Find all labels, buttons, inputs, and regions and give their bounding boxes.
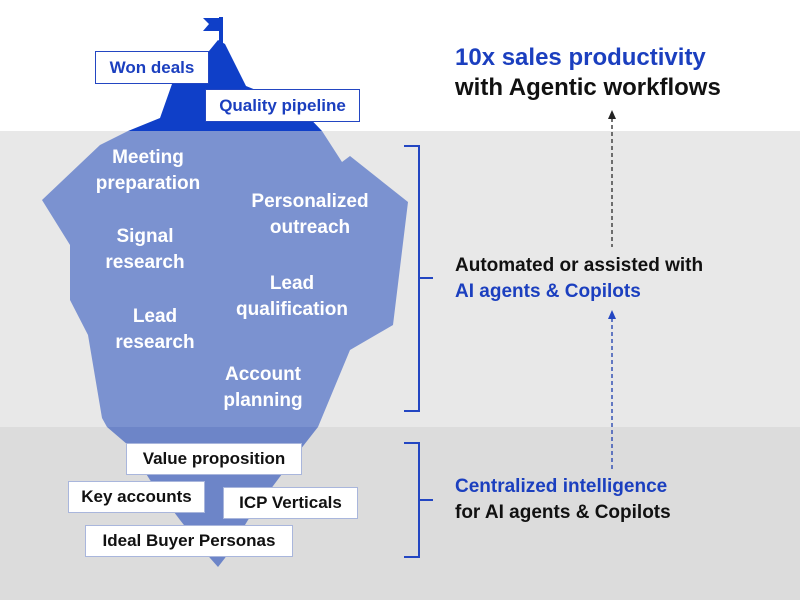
- value-proposition-label: Value proposition: [126, 443, 302, 475]
- won-deals-label: Won deals: [95, 51, 209, 84]
- bracket-lower: [404, 442, 433, 558]
- text-line: Signal: [116, 226, 174, 247]
- headline-line1: 10x sales productivity: [455, 44, 706, 71]
- bottom-line2: for AI agents & Copilots: [455, 502, 671, 523]
- headline: 10x sales productivity with Agentic work…: [455, 43, 721, 103]
- personalized-outreach-text: Personalized outreach: [240, 189, 380, 241]
- meeting-preparation-text: Meeting preparation: [88, 145, 208, 197]
- text-line: Lead: [132, 306, 178, 327]
- account-planning-text: Account planning: [208, 362, 318, 414]
- key-accounts-label: Key accounts: [68, 481, 205, 513]
- quality-pipeline-label: Quality pipeline: [205, 89, 360, 122]
- arrow-up-dark: [608, 110, 616, 247]
- text-line: outreach: [269, 217, 351, 238]
- arrow-up-blue: [608, 310, 616, 469]
- middle-line2: AI agents & Copilots: [455, 281, 641, 302]
- iceberg-body-upper: [42, 131, 408, 427]
- bottom-caption: Centralized intelligence for AI agents &…: [455, 474, 671, 526]
- headline-line2: with Agentic workflows: [455, 74, 721, 101]
- text-line: Personalized: [251, 191, 369, 212]
- bracket-upper: [404, 145, 433, 412]
- text-line: qualification: [236, 299, 348, 320]
- text-line: research: [115, 332, 195, 353]
- lead-research-text: Lead research: [100, 304, 210, 356]
- signal-research-text: Signal research: [90, 224, 200, 276]
- icp-verticals-label: ICP Verticals: [223, 487, 358, 519]
- flag-icon: [203, 17, 223, 43]
- ideal-buyer-personas-label: Ideal Buyer Personas: [85, 525, 293, 557]
- text-line: Lead: [269, 273, 315, 294]
- text-line: planning: [223, 390, 303, 411]
- bottom-line1: Centralized intelligence: [455, 476, 668, 497]
- middle-line1: Automated or assisted with: [455, 255, 704, 276]
- text-line: research: [105, 252, 185, 273]
- text-line: Meeting: [112, 147, 184, 168]
- text-line: preparation: [95, 173, 201, 194]
- middle-caption: Automated or assisted with AI agents & C…: [455, 253, 703, 305]
- text-line: Account: [225, 364, 301, 385]
- lead-qualification-text: Lead qualification: [222, 271, 362, 323]
